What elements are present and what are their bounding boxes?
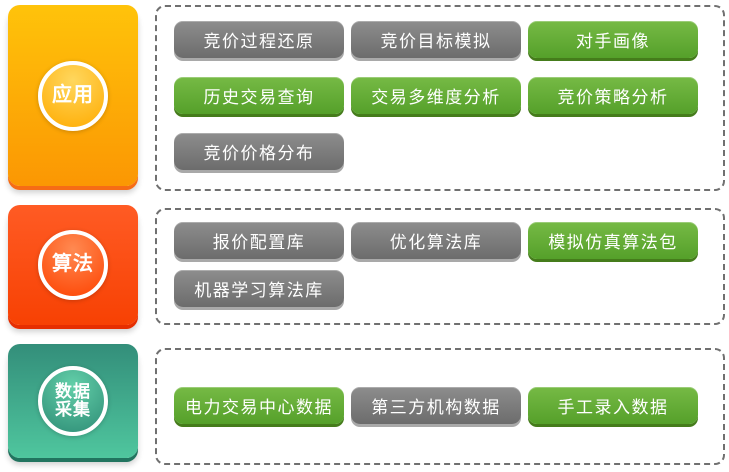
category-circle-algorithm: 算法 bbox=[38, 230, 108, 300]
algorithm-row-1: 报价配置库 优化算法库 模拟仿真算法包 bbox=[174, 222, 723, 259]
optimization-algorithm-library-button[interactable]: 优化算法库 bbox=[351, 222, 521, 259]
simulation-algorithm-package-button[interactable]: 模拟仿真算法包 bbox=[528, 222, 698, 259]
historical-trade-query-button[interactable]: 历史交易查询 bbox=[174, 77, 344, 114]
data-collection-group-box: 电力交易中心数据 第三方机构数据 手工录入数据 bbox=[155, 348, 725, 465]
algorithm-group-box: 报价配置库 优化算法库 模拟仿真算法包 机器学习算法库 bbox=[155, 208, 725, 325]
third-party-institution-data-button[interactable]: 第三方机构数据 bbox=[351, 387, 521, 424]
bidding-target-simulation-button[interactable]: 竞价目标模拟 bbox=[351, 21, 521, 58]
category-block-algorithm: 算法 bbox=[8, 205, 138, 325]
data-collection-row-1: 电力交易中心数据 第三方机构数据 手工录入数据 bbox=[174, 387, 723, 424]
algorithm-row-2: 机器学习算法库 bbox=[174, 270, 723, 307]
opponent-profile-button[interactable]: 对手画像 bbox=[528, 21, 698, 58]
power-trading-center-data-button[interactable]: 电力交易中心数据 bbox=[174, 387, 344, 424]
application-row-3: 竞价价格分布 bbox=[174, 133, 723, 170]
category-block-application: 应用 bbox=[8, 5, 138, 186]
machine-learning-algorithm-library-button[interactable]: 机器学习算法库 bbox=[174, 270, 344, 307]
application-group-box: 竞价过程还原 竞价目标模拟 对手画像 历史交易查询 交易多维度分析 竞价策略分析… bbox=[155, 5, 725, 191]
quote-config-library-button[interactable]: 报价配置库 bbox=[174, 222, 344, 259]
category-circle-application: 应用 bbox=[38, 60, 108, 131]
multi-dimensional-trade-analysis-button[interactable]: 交易多维度分析 bbox=[351, 77, 521, 114]
category-block-data-collection: 数据 采集 bbox=[8, 344, 138, 458]
application-row-2: 历史交易查询 交易多维度分析 竞价策略分析 bbox=[174, 77, 723, 114]
bidding-price-distribution-button[interactable]: 竞价价格分布 bbox=[174, 133, 344, 170]
category-label-application: 应用 bbox=[52, 83, 94, 106]
category-label-data-line1: 数据 bbox=[55, 381, 91, 401]
bidding-process-restore-button[interactable]: 竞价过程还原 bbox=[174, 21, 344, 58]
bidding-strategy-analysis-button[interactable]: 竞价策略分析 bbox=[528, 77, 698, 114]
manual-entry-data-button[interactable]: 手工录入数据 bbox=[528, 387, 698, 424]
category-label-algorithm: 算法 bbox=[52, 253, 94, 276]
category-circle-data-collection: 数据 采集 bbox=[38, 366, 108, 436]
category-label-data-line2: 采集 bbox=[55, 400, 91, 419]
application-row-1: 竞价过程还原 竞价目标模拟 对手画像 bbox=[174, 21, 723, 58]
